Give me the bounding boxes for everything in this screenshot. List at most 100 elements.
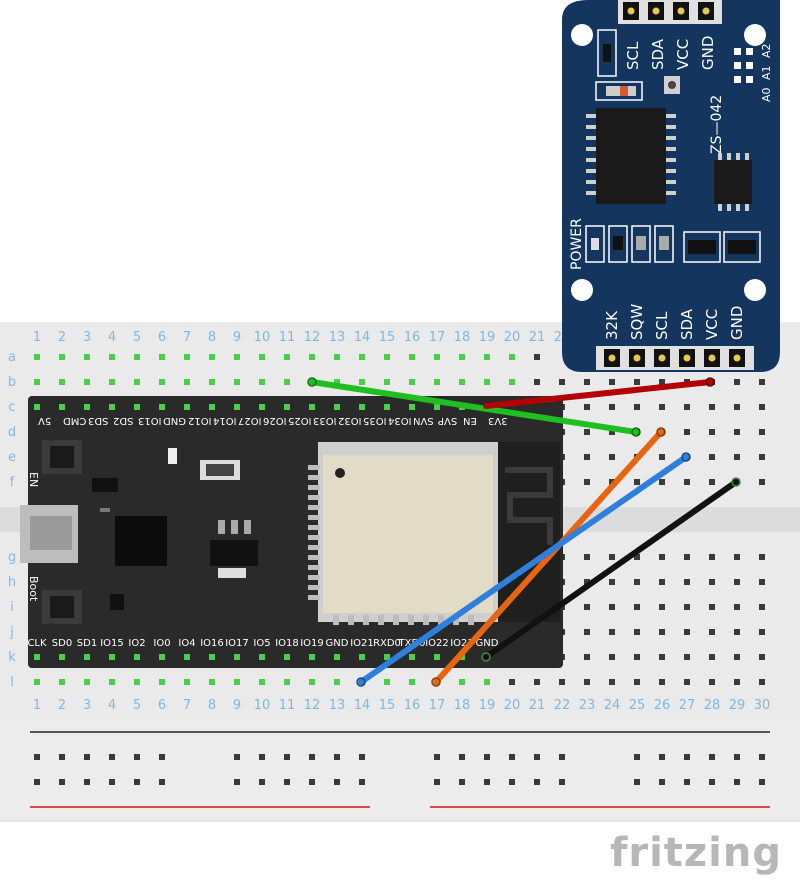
esp32-pin[interactable] <box>284 404 290 410</box>
breadboard-hole[interactable] <box>59 379 65 385</box>
breadboard-hole[interactable] <box>634 654 640 660</box>
esp32-pin[interactable] <box>409 654 415 660</box>
breadboard-hole[interactable] <box>709 654 715 660</box>
breadboard-hole[interactable] <box>534 679 540 685</box>
esp32-pin[interactable] <box>284 654 290 660</box>
breadboard-hole[interactable] <box>184 379 190 385</box>
breadboard-hole[interactable] <box>759 604 765 610</box>
rail-hole[interactable] <box>84 754 90 760</box>
breadboard-hole[interactable] <box>284 379 290 385</box>
rail-hole[interactable] <box>234 779 240 785</box>
breadboard-hole[interactable] <box>609 604 615 610</box>
breadboard-hole[interactable] <box>484 379 490 385</box>
breadboard-hole[interactable] <box>609 554 615 560</box>
esp32-pin[interactable] <box>384 654 390 660</box>
breadboard-hole[interactable] <box>659 629 665 635</box>
rail-hole[interactable] <box>659 754 665 760</box>
breadboard-hole[interactable] <box>659 654 665 660</box>
breadboard-hole[interactable] <box>559 379 565 385</box>
breadboard-hole[interactable] <box>609 679 615 685</box>
rail-hole[interactable] <box>134 779 140 785</box>
rail-hole[interactable] <box>634 754 640 760</box>
rail-hole[interactable] <box>159 779 165 785</box>
esp32-pin[interactable] <box>259 404 265 410</box>
breadboard-hole[interactable] <box>584 654 590 660</box>
breadboard-hole[interactable] <box>709 629 715 635</box>
breadboard-hole[interactable] <box>634 679 640 685</box>
breadboard-hole[interactable] <box>234 354 240 360</box>
breadboard-hole[interactable] <box>659 604 665 610</box>
breadboard-hole[interactable] <box>634 404 640 410</box>
breadboard-hole[interactable] <box>459 679 465 685</box>
breadboard-hole[interactable] <box>209 354 215 360</box>
breadboard-hole[interactable] <box>184 354 190 360</box>
rail-hole[interactable] <box>134 754 140 760</box>
breadboard-hole[interactable] <box>634 379 640 385</box>
breadboard-hole[interactable] <box>459 354 465 360</box>
breadboard-hole[interactable] <box>384 379 390 385</box>
wire-black-gnd[interactable] <box>483 479 739 660</box>
breadboard-hole[interactable] <box>659 479 665 485</box>
esp32-pin[interactable] <box>159 404 165 410</box>
breadboard-hole[interactable] <box>409 354 415 360</box>
breadboard-hole[interactable] <box>709 554 715 560</box>
breadboard-hole[interactable] <box>734 404 740 410</box>
breadboard-hole[interactable] <box>609 379 615 385</box>
esp32-pin[interactable] <box>209 404 215 410</box>
breadboard-hole[interactable] <box>634 479 640 485</box>
breadboard-hole[interactable] <box>734 654 740 660</box>
breadboard-hole[interactable] <box>634 629 640 635</box>
breadboard-hole[interactable] <box>359 379 365 385</box>
breadboard-hole[interactable] <box>209 679 215 685</box>
rail-hole[interactable] <box>259 754 265 760</box>
rail-hole[interactable] <box>759 779 765 785</box>
breadboard-hole[interactable] <box>709 479 715 485</box>
breadboard-hole[interactable] <box>709 604 715 610</box>
breadboard-hole[interactable] <box>659 404 665 410</box>
rail-hole[interactable] <box>109 754 115 760</box>
esp32-pin[interactable] <box>109 654 115 660</box>
esp32-pin[interactable] <box>59 654 65 660</box>
rail-hole[interactable] <box>109 779 115 785</box>
breadboard-hole[interactable] <box>734 379 740 385</box>
breadboard-hole[interactable] <box>634 604 640 610</box>
breadboard-hole[interactable] <box>609 429 615 435</box>
rail-hole[interactable] <box>509 754 515 760</box>
breadboard-hole[interactable] <box>359 354 365 360</box>
breadboard-hole[interactable] <box>659 554 665 560</box>
breadboard-hole[interactable] <box>684 479 690 485</box>
rail-hole[interactable] <box>334 779 340 785</box>
rail-hole[interactable] <box>59 779 65 785</box>
wire-red-vcc[interactable] <box>483 379 713 409</box>
breadboard-hole[interactable] <box>309 354 315 360</box>
breadboard-hole[interactable] <box>584 629 590 635</box>
breadboard-hole[interactable] <box>759 454 765 460</box>
breadboard-hole[interactable] <box>759 554 765 560</box>
rail-hole[interactable] <box>359 779 365 785</box>
breadboard-hole[interactable] <box>259 354 265 360</box>
breadboard-hole[interactable] <box>684 654 690 660</box>
rail-hole[interactable] <box>359 754 365 760</box>
breadboard-hole[interactable] <box>584 679 590 685</box>
esp32-pin[interactable] <box>359 654 365 660</box>
breadboard-hole[interactable] <box>509 354 515 360</box>
rail-hole[interactable] <box>484 779 490 785</box>
esp32-pin[interactable] <box>134 654 140 660</box>
breadboard-hole[interactable] <box>334 379 340 385</box>
breadboard-hole[interactable] <box>459 379 465 385</box>
rail-hole[interactable] <box>659 779 665 785</box>
breadboard-hole[interactable] <box>734 429 740 435</box>
breadboard-hole[interactable] <box>284 354 290 360</box>
rail-hole[interactable] <box>534 779 540 785</box>
rail-hole[interactable] <box>334 754 340 760</box>
esp32-pin[interactable] <box>309 654 315 660</box>
esp32-pin[interactable] <box>434 404 440 410</box>
rail-hole[interactable] <box>284 779 290 785</box>
breadboard-hole[interactable] <box>759 379 765 385</box>
esp32-pin[interactable] <box>84 654 90 660</box>
breadboard-hole[interactable] <box>759 404 765 410</box>
breadboard-hole[interactable] <box>734 579 740 585</box>
breadboard-hole[interactable] <box>759 579 765 585</box>
rail-hole[interactable] <box>234 754 240 760</box>
breadboard-hole[interactable] <box>609 654 615 660</box>
